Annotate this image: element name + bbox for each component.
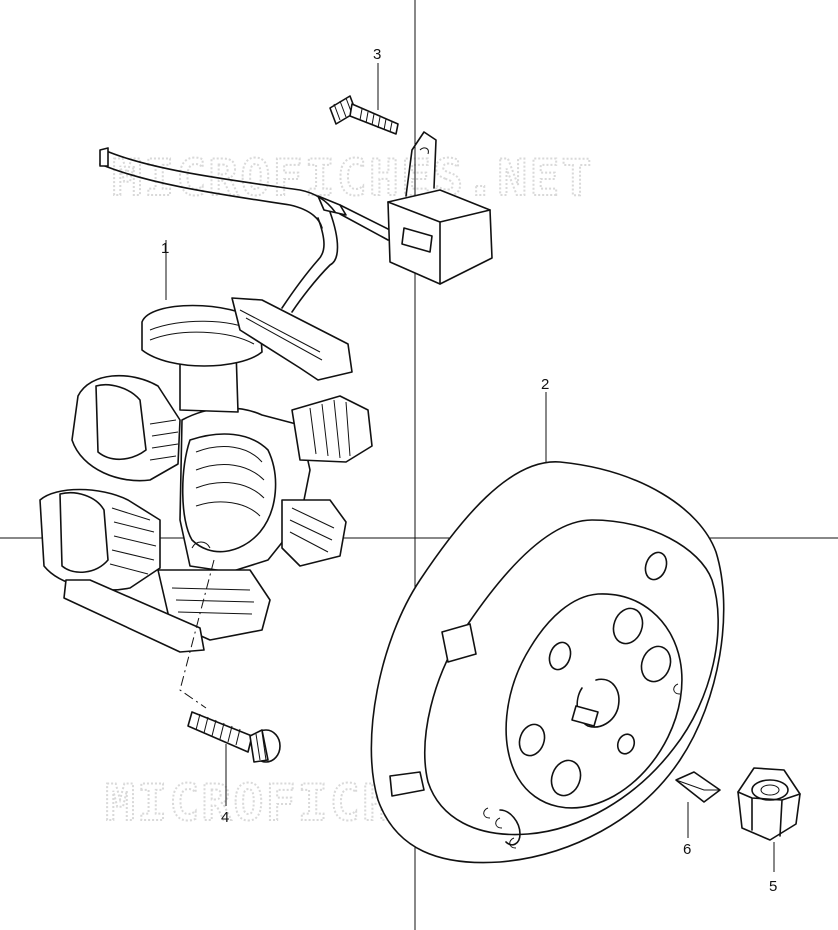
stator-part-1 bbox=[39, 131, 493, 653]
callout-1: 1 bbox=[161, 240, 169, 257]
rotor-part-2 bbox=[370, 392, 725, 864]
callout-2: 2 bbox=[541, 376, 549, 393]
watermark-top: MICROFICHES.NET bbox=[112, 149, 594, 207]
screw-part-3 bbox=[329, 63, 399, 135]
nut-part-5 bbox=[737, 767, 801, 872]
callout-6: 6 bbox=[683, 841, 691, 858]
callout-5: 5 bbox=[769, 878, 777, 895]
assembly-guide-line bbox=[179, 559, 215, 709]
key-part-6 bbox=[675, 771, 721, 838]
callout-4: 4 bbox=[221, 809, 229, 826]
bolt-part-4 bbox=[187, 711, 281, 806]
callout-3: 3 bbox=[373, 46, 381, 63]
